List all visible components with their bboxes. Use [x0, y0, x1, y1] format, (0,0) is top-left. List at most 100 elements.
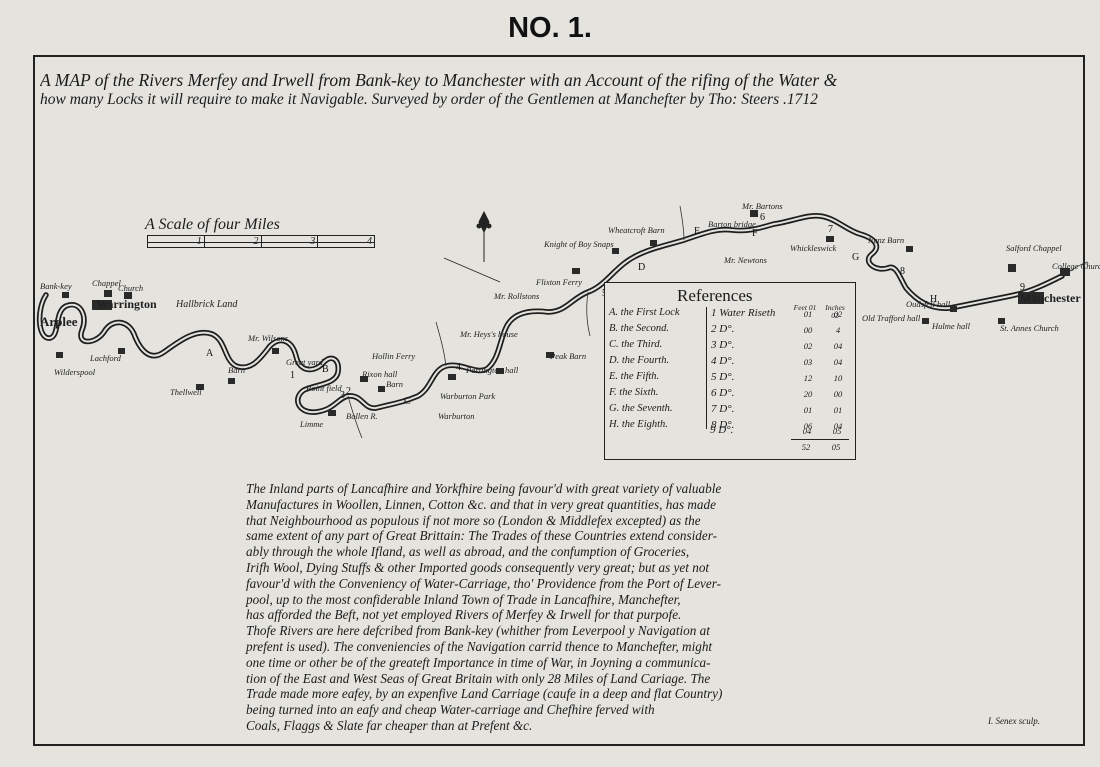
reference-riseth: 4 D°.	[711, 355, 735, 367]
place-college: College Church	[1052, 261, 1100, 271]
place-bank-key: Bank-key	[40, 281, 72, 291]
reference-row: F. the Sixth. 6 D°. 20 00	[609, 387, 853, 403]
reference-lock: C. the Third.	[609, 339, 663, 350]
scale-bar: 1 2 3 4	[147, 235, 375, 248]
reference-riseth: 1 Water Riseth	[711, 307, 776, 319]
house-icon	[196, 384, 204, 390]
place-limme: Limme	[300, 419, 324, 429]
riseth-label: 8	[900, 266, 905, 277]
lock-markers: A B C D E F G H 1 2 3 4 5 6 7 8 9	[206, 212, 1025, 407]
reference-riseth: 5 D°.	[711, 371, 735, 383]
map-title-line2: how many Locks it will require to make i…	[40, 91, 818, 108]
house-icon	[612, 248, 619, 254]
lock-label: B	[322, 364, 329, 375]
lock-label: G	[852, 252, 859, 263]
reference-feet: 12	[803, 373, 813, 383]
house-icon	[118, 348, 125, 354]
place-point-field: Point field	[306, 383, 342, 393]
place-mr-newtons: Mr. Newtons	[724, 255, 767, 265]
reference-row: H. the Eighth. 8 D°. 06 04	[609, 419, 853, 435]
riseth-label: 1	[290, 370, 295, 381]
lock-label: C	[404, 396, 411, 407]
lock-label: A	[206, 348, 214, 359]
house-icon	[650, 240, 657, 246]
town-icon	[92, 300, 112, 310]
references-total-inches: 05	[831, 442, 841, 452]
house-icon	[56, 352, 63, 358]
scale-segment: 2	[204, 236, 262, 247]
house-icon	[572, 268, 580, 274]
place-warburton-park: Warburton Park	[440, 391, 496, 401]
riseth-label: 3	[340, 390, 345, 401]
scale-title: A Scale of four Miles	[145, 216, 280, 233]
riseth-label: 7	[828, 224, 833, 235]
place-chappel: Chappel	[92, 278, 121, 288]
reference-lock: G. the Seventh.	[609, 403, 673, 414]
riseth-label: 2	[346, 386, 351, 397]
place-hollin-ferry: Hollin Ferry	[372, 351, 416, 361]
description-line: Irifh Wool, Dying Stuffs & other Importe…	[246, 559, 710, 575]
reference-feet: 03	[803, 357, 813, 367]
place-barn2: Barn	[386, 379, 403, 389]
reference-feet: 06	[803, 421, 813, 431]
compass-ew-line	[443, 257, 501, 283]
scale-segment: 1	[148, 236, 205, 247]
reference-riseth: 2 D°.	[711, 323, 735, 335]
place-hallbrick: Hallbrick Land	[176, 299, 238, 310]
reference-row: G. the Seventh. 7 D°. 01 01	[609, 403, 853, 419]
place-barton-bridge: Barton bridge	[708, 219, 756, 229]
reference-row: E. the Fifth. 5 D°. 12 10	[609, 371, 853, 387]
map-title-line1: A MAP of the Rivers Merfey and Irwell fr…	[40, 70, 838, 90]
scale-tick-label: 1	[196, 236, 202, 247]
compass-rose	[443, 210, 501, 283]
river-course	[36, 212, 1065, 415]
compass-dot	[486, 223, 492, 229]
place-wilderspool: Wilderspool	[54, 367, 96, 377]
reference-feet: 01	[803, 405, 813, 415]
house-icon	[750, 210, 758, 217]
description-line: Thofe Rivers are here defcribed from Ban…	[246, 623, 710, 639]
reference-feet: 04	[802, 426, 812, 436]
reference-inches: 01	[833, 405, 843, 415]
place-warburton: Warburton	[438, 411, 475, 421]
description-line: has afforded the Beft, not yet employed …	[246, 607, 682, 623]
description-line: one time or other be of the greateft Imp…	[246, 654, 711, 670]
house-icon	[272, 348, 279, 354]
place-st-annes: St. Annes Church	[1000, 323, 1059, 333]
place-church: Church	[118, 283, 144, 293]
reference-inches: 04	[833, 421, 843, 431]
reference-lock: E. the Fifth.	[609, 371, 660, 382]
map-title: A MAP of the Rivers Merfey and Irwell fr…	[40, 70, 1065, 110]
house-icon	[448, 374, 456, 380]
reference-lock: F. the Sixth.	[609, 387, 659, 398]
place-nenz-barn: Nenz Barn	[868, 235, 905, 245]
description-line: same extent of any part of Great Brittai…	[246, 528, 718, 544]
place-latchford: Lachford	[90, 353, 121, 363]
house-icon	[546, 352, 554, 358]
river-bank-inner	[38, 214, 1063, 414]
place-whickleswick: Whickleswick	[790, 243, 837, 253]
references-col-feet: Feet 01	[793, 303, 817, 312]
lock-label: H	[930, 294, 937, 305]
reference-riseth: 8 D°.	[711, 419, 735, 431]
house-icon	[360, 376, 368, 382]
engraver-credit: I. Senex sculp.	[988, 716, 1040, 726]
scale-segment: 4	[318, 236, 374, 247]
reference-inches: 04	[833, 357, 843, 367]
fleur-de-lis-icon	[478, 210, 490, 234]
reference-riseth: 9 D°.	[710, 424, 734, 436]
plate-number: NO. 1.	[508, 12, 592, 44]
reference-feet: 01	[803, 309, 813, 319]
description-line: that Neighbourhood as populous if not mo…	[246, 512, 701, 528]
reference-lock: D. the Fourth.	[609, 355, 670, 366]
place-mr-wilsons: Mr. Wilsons	[248, 333, 289, 343]
reference-lock: A. the First Lock	[609, 307, 680, 318]
house-icon	[922, 318, 929, 324]
house-icon	[998, 318, 1005, 324]
reference-row: A. the First Lock 1 Water Riseth 01 02	[609, 307, 853, 323]
settlement-markers	[56, 210, 1070, 416]
reference-lock: H. the Eighth.	[609, 419, 668, 430]
description-line: tion of the East and West Seas of Great …	[246, 670, 711, 686]
place-partington: Partington hall	[466, 365, 519, 375]
